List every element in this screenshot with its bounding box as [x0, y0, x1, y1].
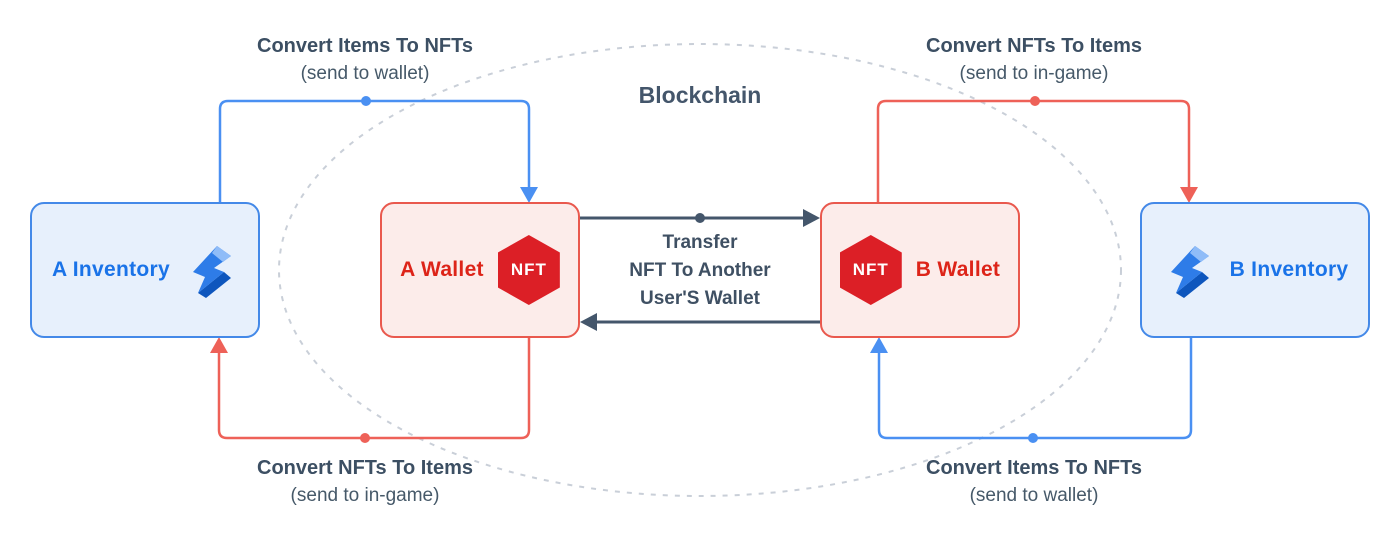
flow-arrow-convert-items-b — [870, 337, 1193, 443]
transfer-line-2: NFT To Another — [629, 260, 771, 281]
lightning-bolt-icon — [193, 246, 232, 298]
transfer-label: Transfer NFT To Another User'S Wallet — [629, 229, 770, 313]
b-wallet-label: B Wallet — [915, 258, 1001, 281]
box-b-inventory: B Inventory — [1140, 202, 1370, 338]
b-inventory-label: B Inventory — [1229, 258, 1349, 281]
box-b-wallet: NFT B Wallet — [820, 202, 1020, 338]
flow-label-bottom-right-subtitle: (send to wallet) — [969, 485, 1099, 506]
flow-label-bottom-left-subtitle: (send to in-game) — [290, 485, 440, 506]
transfer-arrow-a-to-b — [580, 209, 820, 227]
transfer-line-1: Transfer — [662, 232, 738, 253]
flow-label-top-right-subtitle: (send to in-game) — [959, 63, 1109, 84]
flow-label-bottom-left-title: Convert NFTs To Items — [257, 457, 473, 479]
flow-arrow-convert-items-a — [218, 96, 538, 203]
box-a-wallet: A Wallet NFT — [380, 202, 580, 338]
flow-label-top-right-title: Convert NFTs To Items — [926, 35, 1142, 57]
flow-label-top-left-subtitle: (send to wallet) — [300, 63, 430, 84]
transfer-line-3: User'S Wallet — [640, 288, 760, 309]
flow-arrow-convert-nfts-a — [210, 337, 531, 443]
box-a-inventory: A Inventory — [30, 202, 260, 338]
nft-hexagon-icon: NFT — [497, 235, 560, 305]
lightning-bolt-icon — [1170, 246, 1209, 298]
flow-arrow-convert-nfts-b — [876, 96, 1198, 203]
a-wallet-label: A Wallet — [400, 258, 484, 281]
flow-label-top-left-title: Convert Items To NFTs — [257, 35, 473, 57]
transfer-arrow-b-to-a — [580, 313, 820, 331]
nft-hexagon-icon: NFT — [839, 235, 902, 305]
a-inventory-label: A Inventory — [51, 258, 171, 281]
nft-badge-text: NFT — [852, 260, 889, 279]
nft-badge-text: NFT — [510, 260, 547, 279]
blockchain-title: Blockchain — [638, 82, 762, 108]
flow-label-bottom-right-title: Convert Items To NFTs — [926, 457, 1142, 479]
